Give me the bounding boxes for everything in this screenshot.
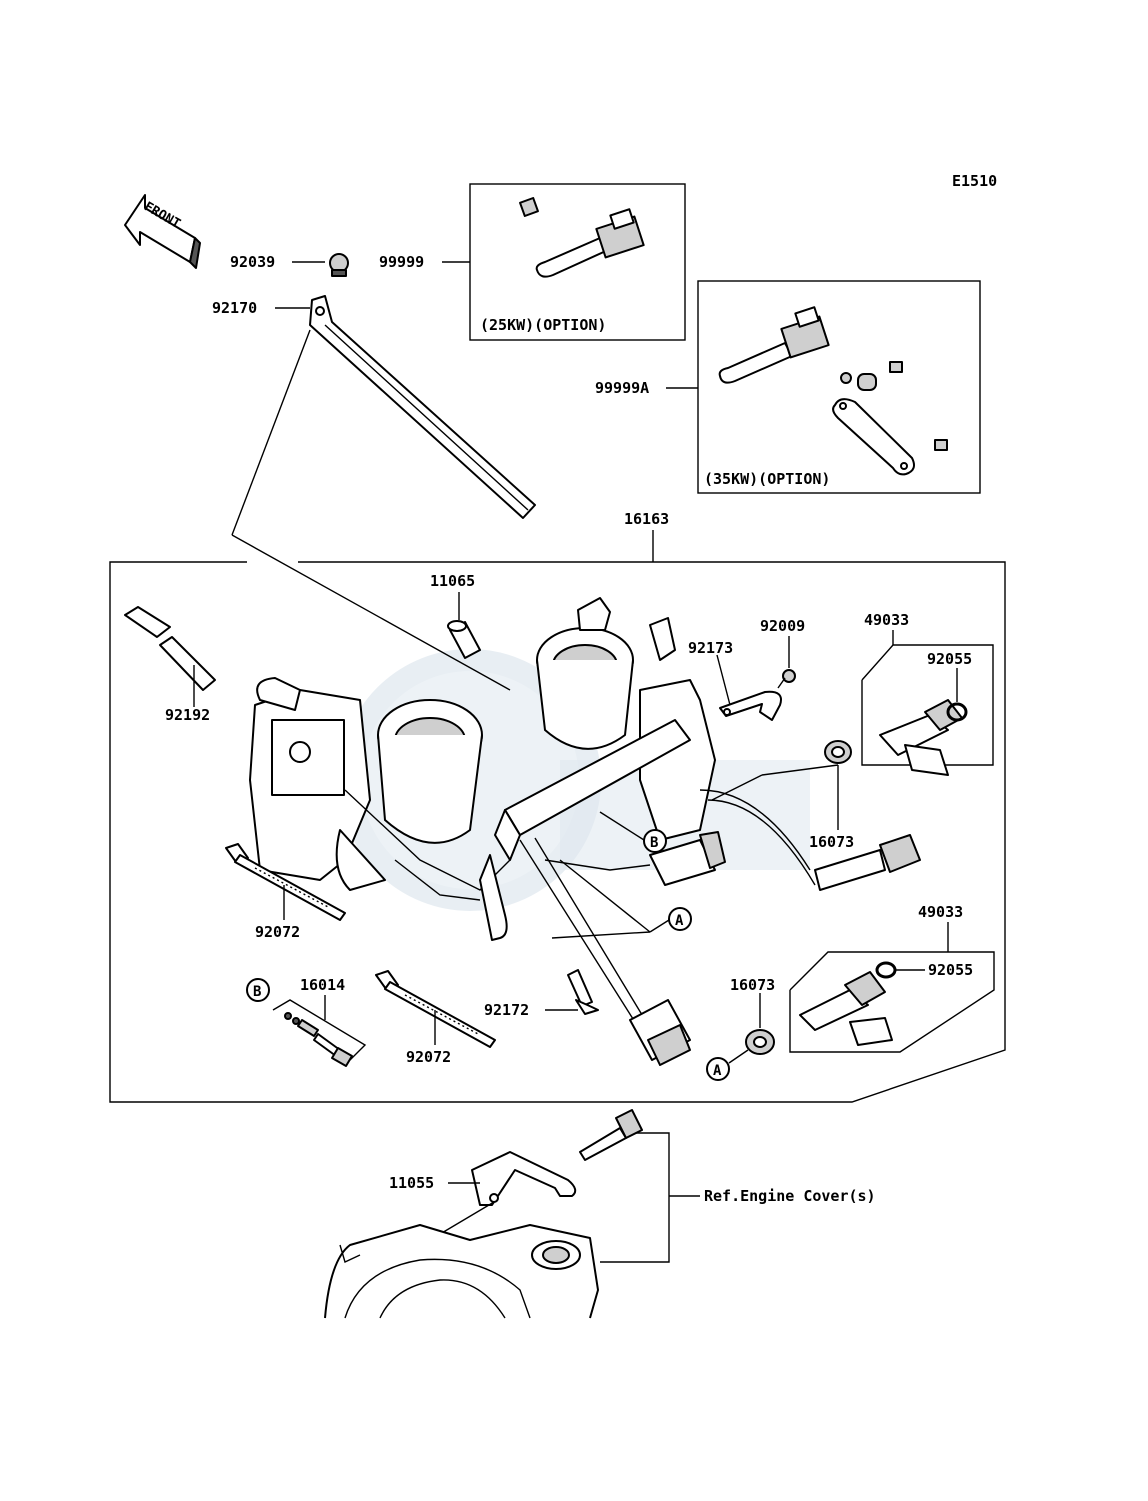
callout-92009: 92009 [760,617,805,635]
callout-92072-mid: 92072 [406,1048,451,1066]
seal-16073-top-icon [824,740,852,764]
ref-marker-a-16073: A [706,1057,730,1081]
callout-92170: 92170 [212,299,257,317]
bracket-11055-icon [471,1151,577,1206]
ref-marker-b-main: B [643,829,667,853]
strap-92170-icon [309,295,536,519]
callout-92055-bottom: 92055 [928,961,973,979]
callout-11055: 11055 [389,1174,434,1192]
leader-a-main-1 [649,919,670,933]
leader-16014-bracket [272,999,367,1061]
option-25kw-label: (25KW)(OPTION) [480,316,606,334]
option-35kw-label: (35KW)(OPTION) [704,470,830,488]
callout-11065: 11065 [430,572,475,590]
leader-16073-top-diag [711,774,763,801]
cable-tie-92072-mid-icon [375,970,496,1048]
screw-92009-icon [777,669,796,689]
oring-92055-bottom-icon [875,961,897,979]
bolt-icon [579,1109,643,1161]
seal-16073-bottom-icon [745,1029,775,1055]
injector-top-icon [879,699,963,776]
callout-16073-top: 16073 [809,833,854,851]
leader-92173 [716,654,731,706]
callout-16014: 16014 [300,976,345,994]
callout-92072-left: 92072 [255,923,300,941]
injector-bottom-icon [799,971,893,1046]
cap-11065-icon [447,620,481,659]
ref-bracket-line [600,1132,670,1263]
leader-b-main [599,811,645,841]
callout-92055-top: 92055 [927,650,972,668]
leader-92170-body-path [231,534,511,691]
hose-92192-icon [124,606,216,691]
leader-a-main-3 [551,931,651,939]
callout-92192: 92192 [165,706,210,724]
leader-a-16073 [728,1049,749,1064]
sensor-35kw-icon [718,306,948,476]
oring-92055-top-icon [946,702,968,722]
ref-marker-a-main: A [668,907,692,931]
sensor-25kw-icon [519,197,645,278]
callout-92039: 92039 [230,253,275,271]
leader-92170-to-body [231,329,311,536]
injector-box-top [861,644,994,766]
front-arrow-icon: FRONT [124,194,201,269]
callout-92173: 92173 [688,639,733,657]
screw-92172-icon [567,969,599,1015]
svg-text:B: B [650,835,658,851]
leader-16073-top-link [761,764,839,776]
callout-99999: 99999 [379,253,424,271]
svg-text:A: A [713,1063,722,1079]
throttle-body-assembly-icon [249,597,921,1066]
engine-cover-icon [324,1224,599,1319]
option-35kw-box [697,280,981,494]
callout-92172: 92172 [484,1001,529,1019]
callout-49033-top: 49033 [864,611,909,629]
clamp-92173-icon [719,690,782,721]
callout-49033-bottom: 49033 [918,903,963,921]
clip-92039-icon [329,253,349,277]
cable-tie-92072-left-icon [225,843,346,921]
callout-99999a: 99999A [595,379,649,397]
ref-marker-b-16014: B [246,978,270,1002]
ref-engine-cover-label: Ref.Engine Cover(s) [704,1187,876,1205]
assembly-frame-16163 [109,561,1006,1103]
screw-kit-16014-icon [284,1012,353,1067]
svg-text:A: A [675,913,684,929]
callout-16163: 16163 [624,510,669,528]
injector-box-bottom [789,951,995,1053]
callout-16073-bottom: 16073 [730,976,775,994]
leader-a-main-2 [559,859,651,933]
diagram-code: E1510 [952,172,997,190]
svg-text:B: B [253,984,261,1000]
